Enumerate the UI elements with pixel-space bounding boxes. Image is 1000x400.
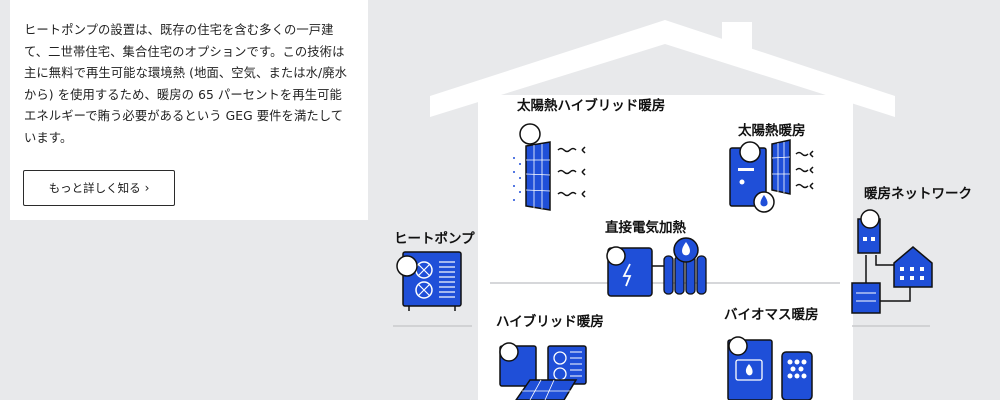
label-hybrid-heating[interactable]: ハイブリッド暖房 [496,314,604,330]
house-roof [430,20,895,117]
label-heating-network[interactable]: 暖房ネットワーク [864,186,972,202]
direct-electric-heater-icon[interactable] [600,236,715,301]
solar-thermal-panel-icon[interactable] [728,138,818,218]
solar-hybrid-panel-icon[interactable] [508,120,596,215]
house-chimney [722,22,752,62]
hybrid-heating-icon[interactable] [494,336,604,400]
chevron-right-icon: › [144,181,150,195]
intro-card: ヒートポンプの設置は、既存の住宅を含む多くの一戸建て、二世帯住宅、集合住宅のオプ… [10,0,368,220]
label-heat-pump[interactable]: ヒートポンプ [394,231,475,247]
intro-text: ヒートポンプの設置は、既存の住宅を含む多くの一戸建て、二世帯住宅、集合住宅のオプ… [24,23,348,145]
heat-pump-icon[interactable] [393,248,468,313]
label-direct-electric-heating[interactable]: 直接電気加熱 [605,220,686,236]
label-biomass-heating[interactable]: バイオマス暖房 [724,307,819,323]
heating-network-icon[interactable] [848,205,938,320]
learn-more-label: もっと詳しく知る [48,181,141,195]
label-solar-thermal-heating[interactable]: 太陽熱暖房 [738,123,806,139]
biomass-heating-icon[interactable] [722,330,817,400]
learn-more-button[interactable]: もっと詳しく知る › [23,170,175,206]
label-solar-hybrid-heating[interactable]: 太陽熱ハイブリッド暖房 [517,98,666,114]
